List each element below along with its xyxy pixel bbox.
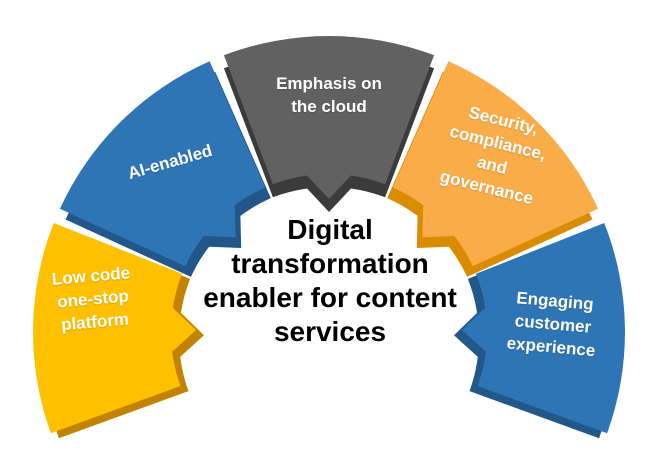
segment-low-code-shape: [33, 223, 196, 434]
segment-ai-enabled: [59, 61, 271, 277]
segment-cloud-shape: [223, 36, 435, 199]
segment-label-customer: Engaging customer experience: [506, 286, 601, 362]
center-title-line: transformation: [231, 248, 429, 279]
segment-emphasis-on-the-cloud: [223, 36, 435, 212]
segment-security-shape: [392, 61, 599, 267]
segment-label-low-code: Low code one-stop platform: [51, 261, 135, 337]
segment-label-cloud: Emphasis on the cloud: [276, 72, 382, 118]
segment-label-line: Emphasis on: [276, 74, 382, 93]
center-title-line: Digital: [287, 214, 373, 245]
segment-label-line: the cloud: [291, 97, 367, 116]
segment-ai-enabled-shape: [59, 61, 266, 267]
center-title: Digital transformation enabler for conte…: [150, 213, 510, 349]
segment-low-code-one-stop-platform: [33, 223, 204, 439]
center-title-line: enabler for content: [203, 282, 457, 313]
segment-security-compliance-governance: [387, 61, 599, 277]
segment-customer-shape: [462, 223, 625, 434]
center-title-line: services: [273, 316, 387, 347]
segment-engaging-customer-experience: [454, 223, 625, 439]
